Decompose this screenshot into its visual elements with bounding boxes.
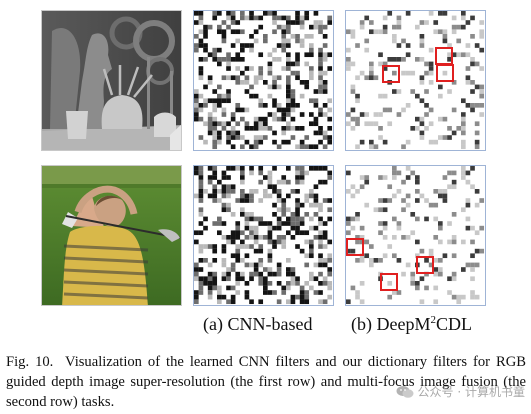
highlight-box xyxy=(380,273,398,291)
depth-map-image xyxy=(41,10,182,151)
label-deepm2cdl-suffix: CDL xyxy=(435,314,472,334)
label-cnn-based: (a) CNN-based xyxy=(203,314,313,334)
caption-label: Fig. 10. xyxy=(6,354,54,370)
wechat-icon xyxy=(396,385,414,398)
label-deepm2cdl-superscript: 2 xyxy=(430,314,436,326)
highlight-box xyxy=(416,256,434,274)
highlight-box xyxy=(382,65,400,83)
filter-patches xyxy=(194,11,333,150)
deepm2cdl-filters-row2 xyxy=(345,165,486,306)
watermark: 公众号 · 计算机书童 xyxy=(396,383,525,400)
figure-caption: Fig. 10. Visualization of the learned CN… xyxy=(6,352,526,412)
cnn-filters-row2 xyxy=(193,165,334,306)
cnn-filters-row1 xyxy=(193,10,334,151)
filter-patches xyxy=(194,166,333,305)
golfer-photo xyxy=(41,165,182,306)
highlight-box xyxy=(346,238,364,256)
label-deepm2cdl: (b) DeepM2CDL xyxy=(351,314,472,335)
filter-patches xyxy=(346,166,485,305)
watermark-text: 公众号 · 计算机书童 xyxy=(417,385,525,399)
figure: (a) CNN-based (b) DeepM2CDL xyxy=(41,10,486,335)
deepm2cdl-filters-row1 xyxy=(345,10,486,151)
highlight-box xyxy=(436,64,454,82)
filter-patches xyxy=(346,11,485,150)
caption-text: Visualization of the learned CNN filters… xyxy=(6,354,527,410)
label-deepm2cdl-prefix: (b) DeepM xyxy=(351,314,431,334)
